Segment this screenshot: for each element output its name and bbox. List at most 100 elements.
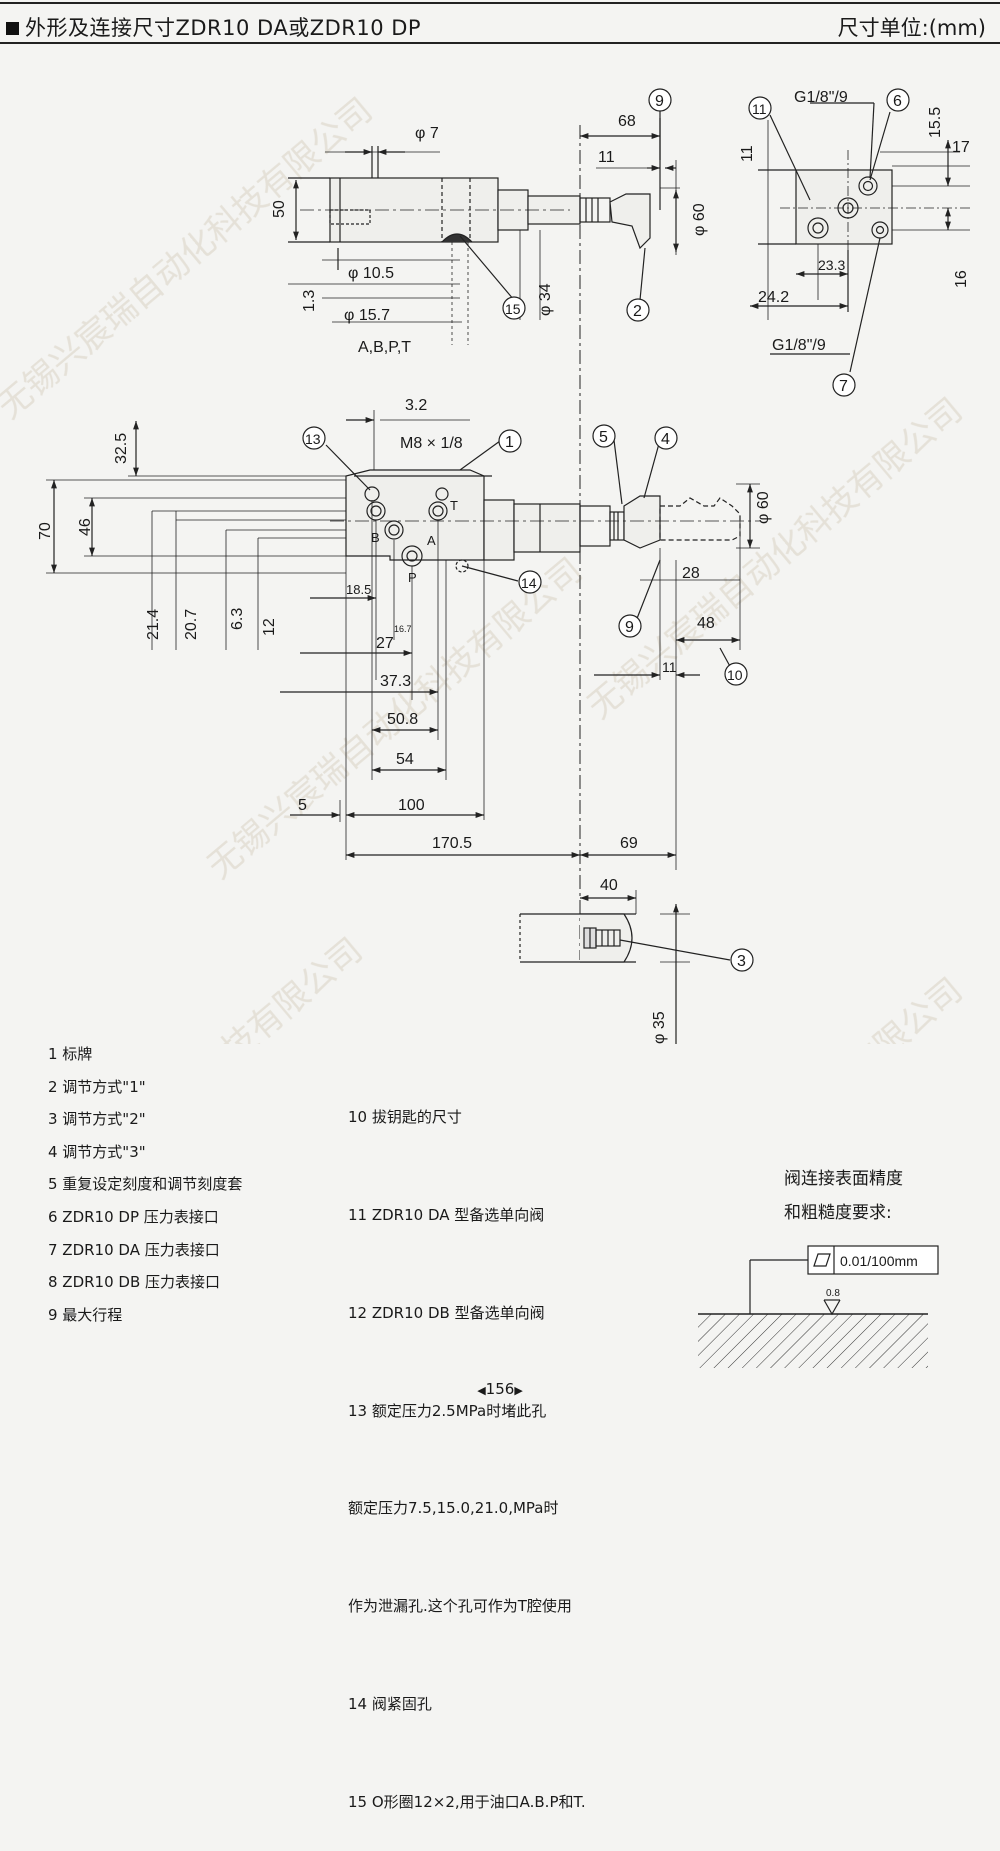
callout-4 bbox=[654, 426, 678, 450]
callout-13-num: 13 bbox=[305, 431, 321, 447]
dim-46: 46 bbox=[77, 518, 94, 536]
dim-1-3: 1.3 bbox=[301, 290, 318, 312]
dim-g18-9-bot: G1/8"/9 bbox=[772, 337, 826, 354]
dim-21-4: 21.4 bbox=[145, 609, 162, 640]
legend-item: 14 阀紧固孔 bbox=[348, 1694, 432, 1713]
callout-9-top bbox=[648, 88, 672, 112]
dim-54: 54 bbox=[396, 751, 414, 768]
dim-phi60-front: φ 60 bbox=[755, 491, 772, 524]
legend-item: 1 标牌 bbox=[48, 1045, 93, 1063]
dim-11-side: 11 bbox=[739, 145, 756, 162]
legend-left: 1 标牌 2 调节方式"1" 3 调节方式"2" 4 调节方式"3" 5 重复设… bbox=[48, 1038, 242, 1331]
dim-24-2: 24.2 bbox=[758, 289, 789, 306]
dim-g18-9-top: G1/8"/9 bbox=[794, 89, 848, 106]
callout-9-front-num: 9 bbox=[625, 619, 634, 636]
page-title-text: 外形及连接尺寸ZDR10 DA或ZDR10 DP bbox=[25, 16, 422, 40]
header-bottom-rule bbox=[0, 42, 1000, 44]
callout-5 bbox=[592, 424, 616, 448]
surface-req-line2: 和粗糙度要求: bbox=[784, 1203, 892, 1223]
callout-6 bbox=[886, 88, 910, 112]
watermark-text-5: 无锡兴宸瑞自动化科技有限公司 bbox=[581, 971, 970, 1044]
dim-32-5: 32.5 bbox=[113, 433, 130, 464]
dim-20-7: 20.7 bbox=[183, 609, 200, 640]
callout-14-num: 14 bbox=[521, 575, 537, 591]
dim-18-5: 18.5 bbox=[346, 582, 371, 597]
dim-3-2: 3.2 bbox=[405, 397, 427, 414]
port-label-p: P bbox=[408, 570, 417, 585]
legend-item: 12 ZDR10 DB 型备选单向阀 bbox=[348, 1303, 545, 1322]
watermark-text-4: 无锡兴宸瑞自动化科技有限公司 bbox=[0, 931, 370, 1044]
dim-69: 69 bbox=[620, 835, 638, 852]
port-label-a: A bbox=[427, 533, 436, 548]
dim-12: 12 bbox=[261, 618, 278, 636]
legend-item: 8 ZDR10 DB 压力表接口 bbox=[48, 1273, 221, 1292]
dim-23-3: 23.3 bbox=[818, 257, 845, 273]
units-label: 尺寸单位:(mm) bbox=[837, 16, 986, 40]
dim-phi7: φ 7 bbox=[415, 125, 439, 142]
legend-item: 作为泄漏孔.这个孔可作为T腔使用 bbox=[348, 1597, 572, 1616]
dim-28: 28 bbox=[682, 565, 700, 582]
legend-item: 2 调节方式"1" bbox=[48, 1077, 146, 1096]
dim-40: 40 bbox=[600, 877, 618, 894]
dim-16-7: 16.7 bbox=[394, 624, 412, 634]
callout-15-num: 15 bbox=[505, 301, 521, 317]
flatness-icon bbox=[813, 1253, 831, 1267]
dim-phi60-top: φ 60 bbox=[691, 203, 708, 236]
dim-27: 27 bbox=[376, 635, 394, 652]
legend-right: 10 拔钥匙的尺寸 11 ZDR10 DA 型备选单向阀 12 ZDR10 DB… bbox=[348, 1036, 586, 1851]
dim-16: 16 bbox=[953, 270, 970, 288]
watermark-text-3: 无锡兴宸瑞自动化科技有限公司 bbox=[581, 391, 970, 726]
surface-finish-symbol: 0.01/100mm 0.8 bbox=[698, 1245, 939, 1368]
callout-10 bbox=[724, 662, 748, 686]
dim-phi35: φ 35 bbox=[651, 1011, 668, 1044]
dim-50: 50 bbox=[271, 200, 288, 218]
dim-phi34: φ 34 bbox=[537, 283, 554, 316]
callout-6-num: 6 bbox=[893, 93, 902, 110]
dim-50-8: 50.8 bbox=[387, 711, 418, 728]
callout-11-num: 11 bbox=[752, 101, 767, 117]
dim-11-top: 11 bbox=[598, 149, 615, 166]
callout-3 bbox=[730, 948, 754, 972]
callout-1 bbox=[498, 429, 522, 453]
dim-37-3: 37.3 bbox=[380, 673, 411, 690]
page-title: 外形及连接尺寸ZDR10 DA或ZDR10 DP bbox=[6, 12, 421, 42]
callout-15 bbox=[502, 296, 526, 320]
header-top-rule bbox=[0, 2, 1000, 4]
dim-70: 70 bbox=[37, 522, 54, 540]
left-triangle-icon: ◀ bbox=[477, 1384, 486, 1397]
dim-15-5: 15.5 bbox=[927, 107, 944, 138]
legend-item: 额定压力7.5,15.0,21.0,MPa时 bbox=[348, 1499, 559, 1518]
port-label-t: T bbox=[450, 498, 458, 513]
dim-68: 68 bbox=[618, 113, 636, 130]
callout-10-num: 10 bbox=[727, 667, 743, 683]
technical-drawing: 无锡兴宸瑞自动化科技有限公司 无锡兴宸瑞自动化科技有限公司 无锡兴宸瑞自动化科技… bbox=[0, 88, 970, 1044]
dim-ports: A,B,P,T bbox=[358, 339, 411, 356]
legend-item: 15 O形圈12×2,用于油口A.B.P和T. bbox=[348, 1792, 586, 1811]
callout-13 bbox=[302, 426, 326, 450]
surface-requirement-text: 阀连接表面精度 和粗糙度要求: bbox=[784, 1162, 903, 1230]
dim-phi10-5: φ 10.5 bbox=[348, 265, 394, 282]
dim-11-front: 11 bbox=[662, 659, 677, 675]
roughness-value: 0.8 bbox=[826, 1288, 840, 1299]
legend-item: 4 调节方式"3" bbox=[48, 1142, 146, 1161]
callout-9-front bbox=[618, 614, 642, 638]
dim-48: 48 bbox=[697, 615, 715, 632]
flatness-frame bbox=[807, 1245, 939, 1275]
callout-7 bbox=[832, 373, 856, 397]
port-label-b: B bbox=[371, 530, 380, 545]
callout-3-num: 3 bbox=[737, 953, 746, 970]
callout-5-num: 5 bbox=[599, 429, 608, 446]
callout-4-num: 4 bbox=[661, 431, 670, 448]
dim-6-3: 6.3 bbox=[229, 608, 246, 630]
callout-7-num: 7 bbox=[839, 378, 848, 395]
surface-req-line1: 阀连接表面精度 bbox=[784, 1169, 903, 1189]
dim-170-5: 170.5 bbox=[432, 835, 472, 852]
square-bullet-icon bbox=[6, 22, 19, 35]
legend-item: 6 ZDR10 DP 压力表接口 bbox=[48, 1207, 219, 1226]
legend-item: 13 额定压力2.5MPa时堵此孔 bbox=[348, 1401, 547, 1420]
callout-14 bbox=[518, 570, 542, 594]
page-number: ◀156▶ bbox=[0, 1380, 1000, 1398]
dim-m8: M8 × 1/8 bbox=[400, 435, 463, 452]
page-number-text: 156 bbox=[485, 1380, 515, 1398]
flatness-value: 0.01/100mm bbox=[840, 1253, 918, 1269]
